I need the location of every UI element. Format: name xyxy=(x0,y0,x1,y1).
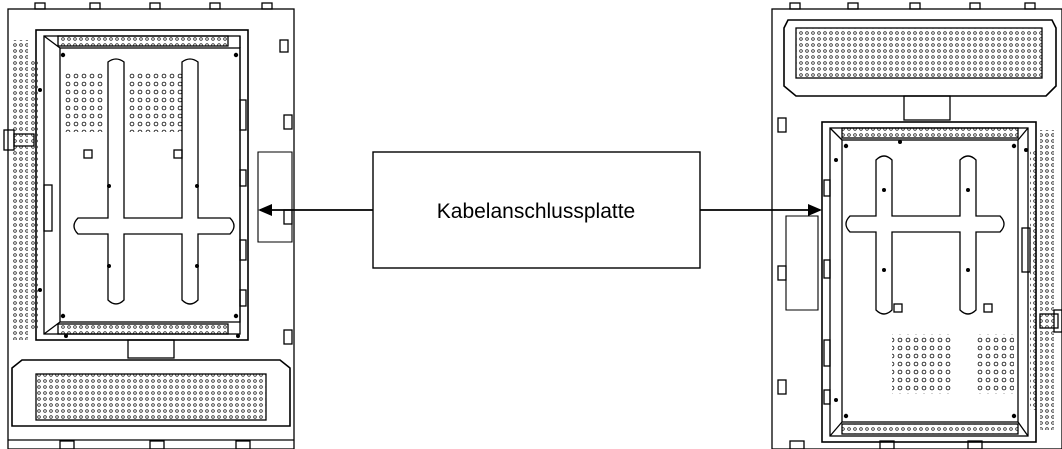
left-bottom-vent-housing xyxy=(11,359,291,427)
right-vesa-bracket xyxy=(845,155,1005,315)
left-panel-vent xyxy=(128,72,184,132)
left-cable-plate xyxy=(257,151,293,243)
left-monitor xyxy=(3,2,295,449)
left-top-tabs xyxy=(34,2,273,10)
right-monitor xyxy=(771,2,1062,449)
left-vesa-bracket xyxy=(73,58,235,305)
right-inner-panel xyxy=(841,139,1019,423)
left-stand-neck xyxy=(127,339,175,359)
left-bottom-vent xyxy=(35,373,267,421)
right-left-clips xyxy=(777,117,787,395)
right-stand-neck xyxy=(903,95,951,121)
left-plate-connectors xyxy=(239,99,247,307)
callout-box xyxy=(372,151,701,269)
right-plate-connectors xyxy=(823,179,831,405)
callout-label: Kabelanschlussplatte xyxy=(437,200,635,223)
right-side-connector xyxy=(1039,309,1062,333)
right-top-tabs xyxy=(789,2,1036,10)
right-panel-vent xyxy=(892,334,952,394)
left-right-clips xyxy=(279,39,293,345)
right-cable-plate xyxy=(785,215,819,311)
right-top-vent-housing xyxy=(783,19,1057,97)
callout: Kabelanschlussplatte xyxy=(258,151,822,269)
right-top-vent xyxy=(795,27,1043,79)
left-side-connector xyxy=(3,129,35,151)
right-side-vent xyxy=(1040,130,1054,430)
left-side-vent xyxy=(12,40,28,340)
right-screws xyxy=(834,140,1028,419)
left-screws xyxy=(38,52,240,338)
